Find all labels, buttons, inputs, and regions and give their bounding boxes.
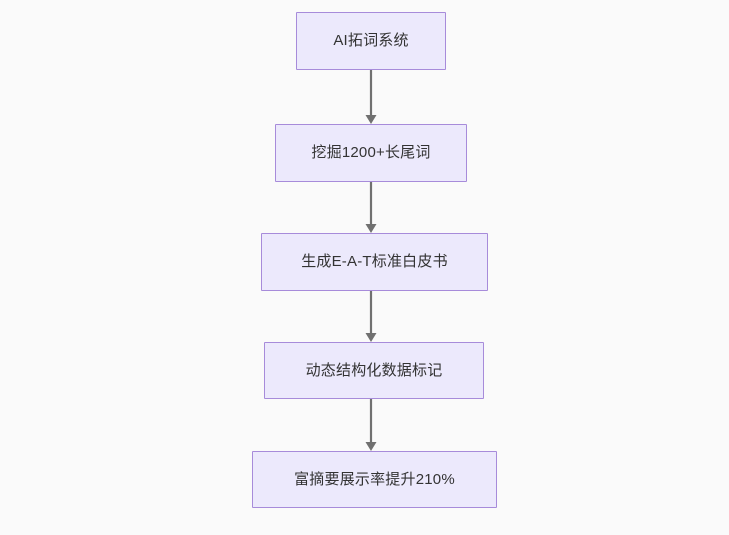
flow-node-label: 富摘要展示率提升210% bbox=[294, 470, 455, 488]
edge-n3-n4 bbox=[363, 291, 379, 342]
edge-n4-n5 bbox=[363, 399, 379, 451]
flow-node-label: 挖掘1200+长尾词 bbox=[311, 144, 431, 161]
flow-node-structured-data-markup[interactable]: 动态结构化数据标记 bbox=[264, 342, 484, 399]
flow-node-eat-whitepaper[interactable]: 生成E-A-T标准白皮书 bbox=[261, 233, 488, 291]
flow-node-label: 生成E-A-T标准白皮书 bbox=[301, 253, 448, 270]
edge-n1-n2 bbox=[363, 70, 379, 124]
flow-node-rich-snippet-result[interactable]: 富摘要展示率提升210% bbox=[252, 451, 497, 508]
flow-node-label: 动态结构化数据标记 bbox=[305, 361, 443, 379]
flow-node-longtail-mining[interactable]: 挖掘1200+长尾词 bbox=[275, 124, 467, 182]
flow-node-ai-keyword-system[interactable]: AI拓词系统 bbox=[296, 12, 446, 70]
flow-node-label: AI拓词系统 bbox=[333, 32, 409, 49]
edge-n2-n3 bbox=[363, 182, 379, 233]
